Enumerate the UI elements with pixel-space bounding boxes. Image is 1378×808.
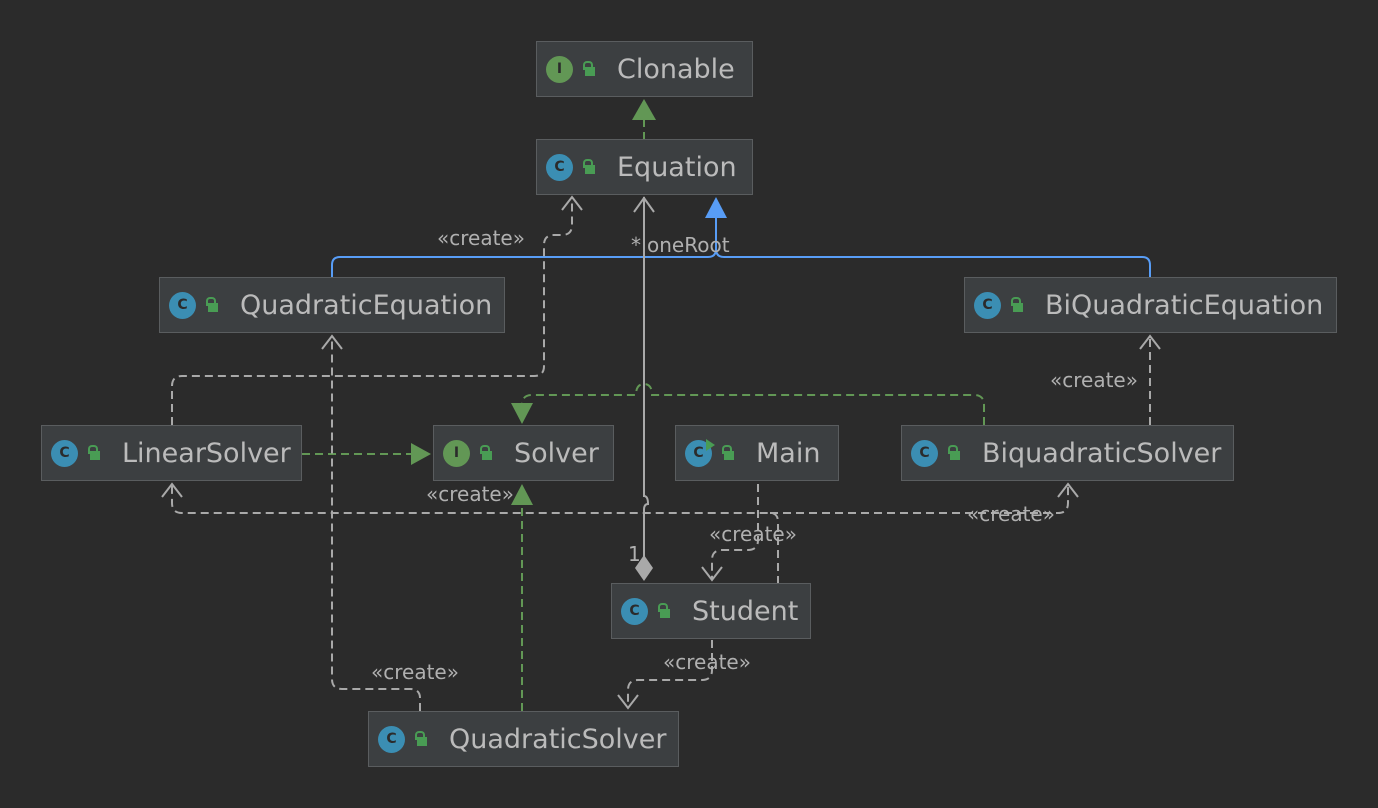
interface-icon: I: [546, 55, 573, 83]
lock-open-icon: [720, 444, 736, 462]
class-icon: C: [378, 725, 405, 753]
node-label: BiQuadraticEquation: [1045, 289, 1324, 321]
label-create-solver: «create»: [426, 482, 514, 506]
node-biquadratic-equation[interactable]: C BiQuadraticEquation: [964, 277, 1337, 333]
edge-student-creates-solvers: [171, 484, 779, 584]
label-create-qsolver-qequation: «create»: [371, 660, 459, 684]
edge-linear-solver-creates-equation: [171, 197, 573, 425]
label-create-main-student: «create»: [709, 522, 797, 546]
edge-student-creates-quadratic-solver: [627, 640, 713, 708]
interface-icon: I: [443, 439, 470, 467]
edge-main-creates-student: [711, 484, 759, 580]
lock-open-icon: [946, 444, 962, 462]
edge-student-creates-biq-solver: [770, 484, 1069, 514]
class-icon: C: [51, 439, 78, 467]
lock-open-icon: [413, 730, 429, 748]
label-one-root-multiplicity: *: [631, 233, 641, 257]
arrow-implements-clonable: [632, 99, 656, 120]
edge-student-oneroot-equation: [643, 197, 650, 558]
node-clonable[interactable]: I Clonable: [536, 41, 753, 97]
runnable-class-icon: C: [685, 438, 715, 467]
node-student[interactable]: C Student: [611, 583, 811, 639]
label-create-student-qsolver: «create»: [663, 650, 751, 674]
node-equation[interactable]: C Equation: [536, 139, 753, 195]
lock-open-icon: [86, 444, 102, 462]
arrow-creates-linear-solver: [161, 482, 183, 498]
lock-open-icon: [581, 158, 597, 176]
node-main[interactable]: C Main: [675, 425, 839, 481]
node-label: Clonable: [617, 53, 735, 85]
arrow-open-equation: [633, 196, 655, 213]
label-create-biq-solver: «create»: [967, 502, 1055, 526]
node-label: QuadraticSolver: [449, 723, 667, 755]
class-icon: C: [546, 153, 573, 181]
arrow-linear-creates-equation: [561, 195, 583, 211]
node-label: Main: [756, 437, 821, 469]
edge-biquadratic-equation-extends-equation: [715, 248, 1151, 277]
node-solver[interactable]: I Solver: [433, 425, 614, 481]
class-icon: C: [621, 597, 648, 625]
lock-open-icon: [478, 444, 494, 462]
arrow-biq-implements-solver: [511, 403, 533, 424]
arrow-creates-biq-solver: [1057, 482, 1079, 498]
arrow-student-creates-qsolver: [617, 694, 639, 710]
lock-open-icon: [581, 60, 597, 78]
node-label: Equation: [617, 151, 737, 183]
arrow-qsolver-implements-solver: [511, 484, 533, 505]
node-label: Student: [692, 595, 799, 627]
class-icon: C: [911, 439, 938, 467]
class-icon: C: [974, 291, 1001, 319]
label-one-root-role: oneRoot: [647, 233, 730, 257]
node-biquadratic-solver[interactable]: C BiquadraticSolver: [901, 425, 1234, 481]
node-quadratic-equation[interactable]: C QuadraticEquation: [159, 277, 505, 333]
node-label: LinearSolver: [122, 437, 291, 469]
lock-open-icon: [656, 602, 672, 620]
label-create-linear-equation: «create»: [437, 226, 525, 250]
node-label: BiquadraticSolver: [982, 437, 1222, 469]
arrow-extends-equation: [705, 197, 727, 218]
node-label: QuadraticEquation: [240, 289, 493, 321]
lock-open-icon: [1009, 296, 1025, 314]
node-linear-solver[interactable]: C LinearSolver: [41, 425, 302, 481]
composition-diamond: [635, 555, 653, 581]
label-composition-multiplicity: 1: [628, 542, 641, 566]
arrow-linear-implements-solver: [411, 443, 431, 465]
edge-biquadratic-solver-implements-solver: [521, 382, 985, 425]
arrow-main-creates-student: [701, 566, 723, 582]
node-quadratic-solver[interactable]: C QuadraticSolver: [368, 711, 679, 767]
class-icon: C: [169, 291, 196, 319]
arrow-biq-creates-equation: [1139, 334, 1161, 350]
label-create-biq-equation: «create»: [1050, 368, 1138, 392]
arrow-qsolver-creates-qequation: [321, 334, 343, 350]
lock-open-icon: [204, 296, 220, 314]
edge-quadratic-solver-creates-quadratic-equation: [331, 336, 421, 711]
node-label: Solver: [514, 437, 599, 469]
